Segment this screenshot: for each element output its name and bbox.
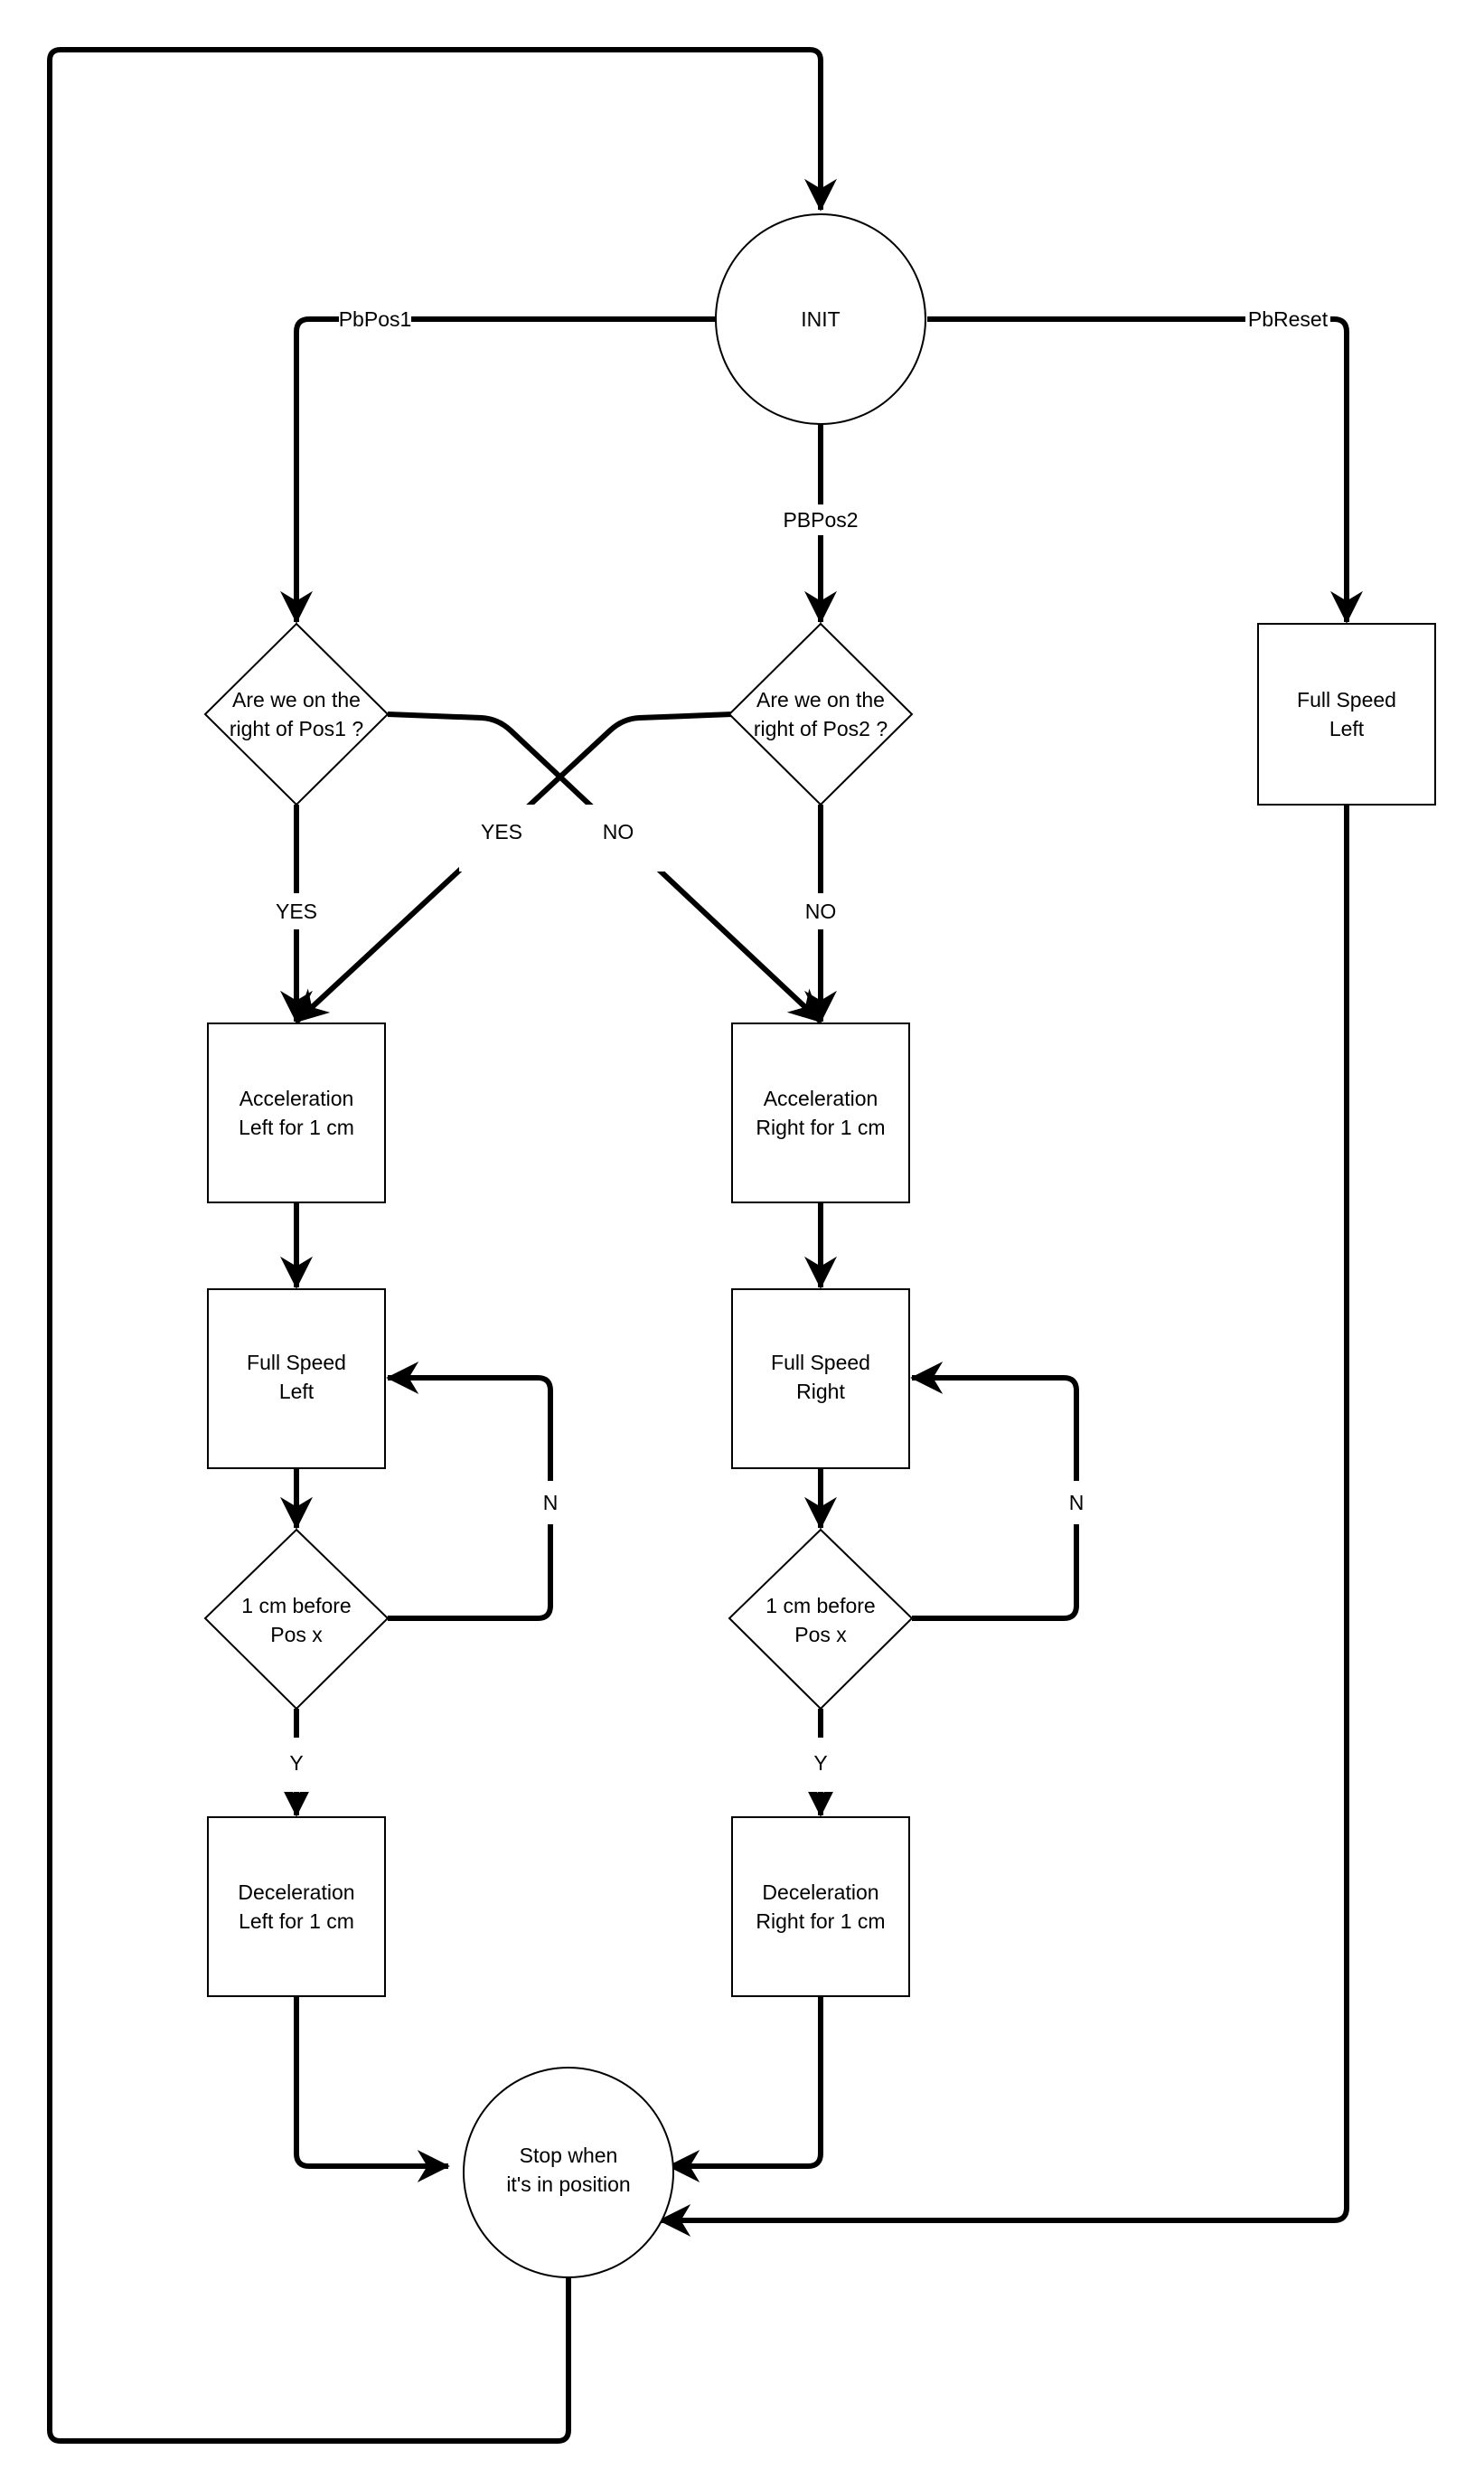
node-acceleration-left: Acceleration Left for 1 cm (207, 1023, 386, 1203)
node-reset-full-speed-left: Full Speed Left (1257, 623, 1436, 806)
node-decision-pos1: Are we on the right of Pos1 ? (203, 622, 390, 806)
node-full-speed-left-line-1: Full Speed (247, 1351, 346, 1374)
node-before-pos-right-line-2: Pos x (794, 1623, 847, 1646)
edge-init-to-reset (927, 316, 1363, 624)
node-deceleration-right-line-1: Deceleration (762, 1880, 878, 1904)
node-decision-pos2: Are we on the right of Pos2 ? (728, 622, 914, 806)
edge-stop-to-init (47, 47, 837, 2444)
edge-decright-to-stop (667, 1996, 823, 2182)
node-full-speed-left-line-2: Left (279, 1380, 315, 1403)
node-full-speed-right-line-2: Right (796, 1380, 845, 1403)
node-full-speed-right-line-1: Full Speed (771, 1351, 870, 1374)
node-deceleration-right: Deceleration Right for 1 cm (731, 1816, 910, 1997)
edge-decleft-to-stop (294, 1996, 450, 2182)
node-before-pos-left: 1 cm before Pos x (203, 1528, 390, 1710)
node-acceleration-left-line-2: Left for 1 cm (239, 1116, 354, 1139)
edge-labels: PbPos1 PBPos2 PbReset YES YES NO NO N N … (262, 304, 1330, 1792)
node-init-line-1: INIT (801, 307, 840, 331)
edge-label-q1-no: NO (603, 820, 634, 843)
node-acceleration-left-line-1: Acceleration (240, 1087, 354, 1110)
node-stop: Stop when it's in position (463, 2067, 674, 2278)
node-before-pos-left-line-1: 1 cm before (241, 1594, 351, 1617)
node-deceleration-left-line-1: Deceleration (238, 1880, 354, 1904)
node-deceleration-left: Deceleration Left for 1 cm (207, 1816, 386, 1997)
edge-label-q2-no: NO (805, 900, 837, 923)
node-reset-full-speed-left-line-1: Full Speed (1297, 688, 1396, 712)
node-before-pos-right-line-1: 1 cm before (765, 1594, 875, 1617)
edge-label-pbpos1: PbPos1 (339, 307, 412, 331)
node-acceleration-right-line-2: Right for 1 cm (756, 1116, 885, 1139)
edge-label-pbreset: PbReset (1248, 307, 1329, 331)
nodes: INIT Are we on the right of Pos1 ? Are w… (203, 213, 1436, 2278)
node-stop-line-1: Stop when (520, 2144, 618, 2167)
node-decision-pos2-line-2: right of Pos2 ? (754, 717, 888, 740)
node-stop-line-2: it's in position (506, 2172, 630, 2196)
edge-right-loop-n (910, 1362, 1079, 1621)
node-decision-pos1-line-2: right of Pos1 ? (230, 717, 363, 740)
edge-label-right-n: N (1069, 1491, 1085, 1514)
node-deceleration-right-line-2: Right for 1 cm (756, 1909, 885, 1933)
node-before-pos-right: 1 cm before Pos x (728, 1528, 914, 1710)
edge-init-to-q1 (280, 316, 719, 624)
edge-left-loop-n (386, 1362, 553, 1621)
edge-label-right-y: Y (813, 1751, 827, 1775)
edges (47, 47, 1363, 2444)
edge-label-q1-yes: YES (276, 900, 317, 923)
node-decision-pos2-line-1: Are we on the (756, 688, 885, 712)
edge-q2-yes (294, 712, 733, 1024)
node-acceleration-right: Acceleration Right for 1 cm (731, 1023, 910, 1203)
edge-label-left-n: N (543, 1491, 559, 1514)
node-acceleration-right-line-1: Acceleration (764, 1087, 878, 1110)
edge-q1-no (387, 712, 823, 1024)
node-before-pos-left-line-2: Pos x (270, 1623, 323, 1646)
node-init: INIT (715, 213, 926, 425)
node-reset-full-speed-left-line-2: Left (1329, 717, 1365, 740)
edge-label-pbpos2: PBPos2 (783, 508, 858, 532)
edge-label-left-y: Y (289, 1751, 303, 1775)
edge-label-q2-yes: YES (481, 820, 522, 843)
node-decision-pos1-line-1: Are we on the (232, 688, 361, 712)
node-full-speed-right: Full Speed Right (731, 1288, 910, 1469)
edge-reset-to-stop (658, 805, 1349, 2237)
node-deceleration-left-line-2: Left for 1 cm (239, 1909, 354, 1933)
node-full-speed-left: Full Speed Left (207, 1288, 386, 1469)
